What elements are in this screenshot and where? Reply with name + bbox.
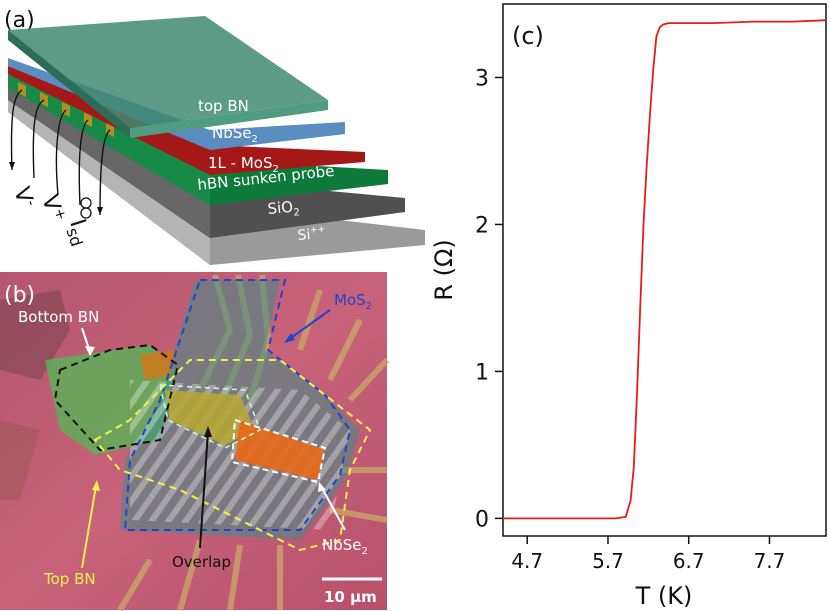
y-axis: 0 1 2 3 [475, 66, 503, 532]
chart-frame [502, 3, 827, 537]
label-v-minus: V- [8, 184, 39, 211]
series-line [503, 19, 827, 520]
x-tick-label: 7.7 [754, 549, 786, 573]
outline-bottom-bn [53, 343, 180, 452]
arrow-overlap [199, 431, 209, 549]
arrowhead-overlap [204, 426, 212, 437]
x-axis: 4.7 5.7 6.7 7.7 [511, 536, 785, 573]
hbn-probe-layer [8, 74, 388, 205]
x-tick-label: 6.7 [673, 549, 705, 573]
panel-c-chart: (c) 0 1 2 3 4.7 5.7 6.7 7.7 T (K) R (Ω) [430, 3, 827, 610]
arrow-isd [97, 207, 103, 215]
arrow-v-minus [9, 162, 15, 170]
label-mos2: 1L - MoS2 [208, 154, 279, 175]
arrowhead-bottom-bn [85, 346, 95, 356]
arrowhead-mos2 [284, 333, 295, 343]
top-bn-front [8, 30, 130, 138]
panel-b: (b) Bottom BN MoS2 Top BN Overlap NbSe2 … [0, 272, 390, 611]
panel-b-label: (b) [4, 283, 35, 308]
label-v-plus: V+ [36, 192, 69, 226]
x-tick-label: 5.7 [592, 549, 624, 573]
arrowhead-nbse2 [318, 482, 326, 492]
y-axis-label: R (Ω) [430, 239, 458, 300]
panel-a: (a) top BN NbSe2 1L - MoS2 hBN sunken pr… [4, 8, 425, 265]
annot-mos2: MoS2 [334, 291, 372, 312]
annot-overlap: Overlap [172, 553, 231, 571]
probe-wires [10, 89, 111, 216]
mos2-layer [8, 66, 365, 175]
arrow-nbse2 [321, 487, 346, 531]
annot-nbse2: NbSe2 [322, 536, 368, 557]
sio2-layer [8, 88, 405, 238]
region-overlap [165, 390, 255, 445]
label-si: Si++ [297, 225, 326, 244]
nbse2-layer [8, 58, 345, 150]
outline-overlap [159, 384, 261, 449]
y-tick-label: 3 [475, 66, 489, 91]
outline-mos2 [123, 279, 352, 531]
y-tick-label: 1 [475, 360, 489, 385]
label-top-bn: top BN [198, 97, 249, 115]
hbn-probe-front [8, 74, 210, 205]
current-source-icon [80, 197, 92, 219]
region-nbse2 [235, 420, 325, 480]
annot-top-bn: Top BN [43, 570, 96, 588]
arrow-mos2 [287, 309, 331, 341]
annot-bottom-bn: Bottom BN [18, 308, 99, 326]
top-bn-side [130, 100, 328, 138]
x-axis-label: T (K) [635, 582, 693, 610]
scale-bar-label: 10 μm [324, 588, 377, 606]
arrow-top-bn [81, 485, 97, 569]
outline-top-bn [93, 359, 372, 552]
arrowhead-top-bn [92, 480, 100, 491]
label-nbse2: NbSe2 [212, 124, 258, 145]
si-layer [8, 100, 425, 265]
top-bn-layer [8, 16, 328, 128]
label-isd: Isd [60, 216, 95, 249]
y-tick-label: 0 [475, 507, 489, 532]
outline-nbse2 [230, 418, 327, 484]
y-tick-label: 2 [475, 213, 489, 238]
panel-c-label: (c) [512, 22, 544, 50]
x-tick-label: 4.7 [511, 549, 543, 573]
sio2-layer-front [8, 88, 210, 238]
si-layer-front [8, 100, 210, 265]
label-sio2: SiO2 [267, 197, 301, 221]
region-dark-lower-left [0, 420, 40, 500]
region-dark-left [0, 290, 70, 380]
